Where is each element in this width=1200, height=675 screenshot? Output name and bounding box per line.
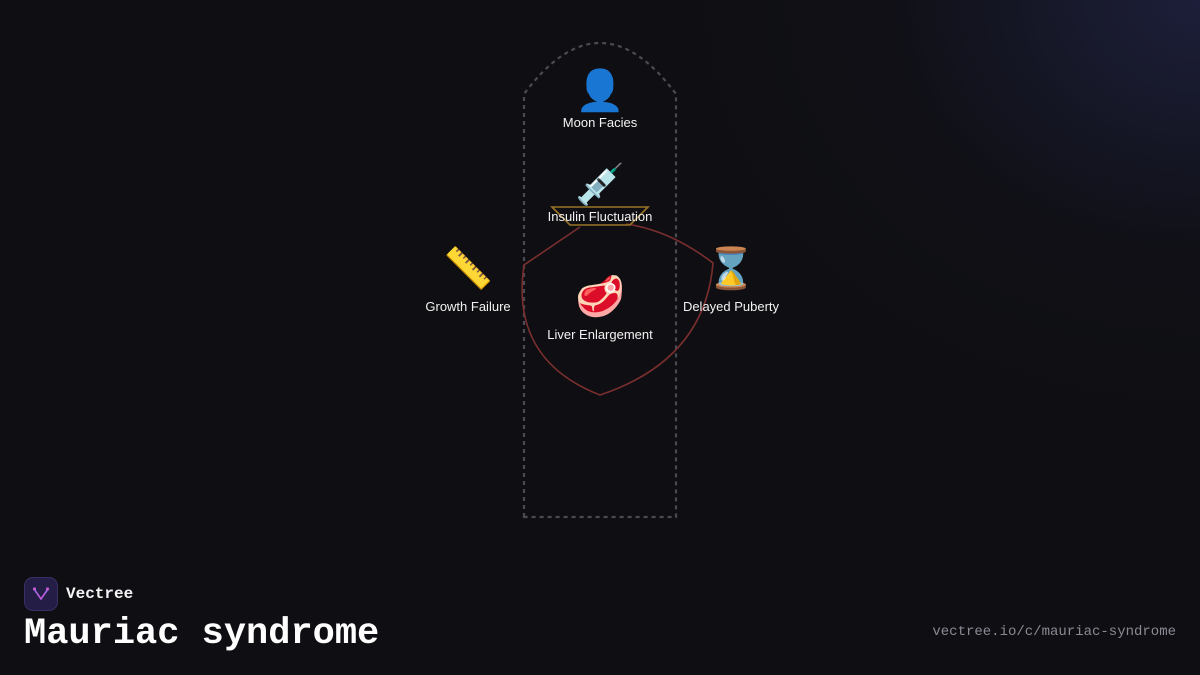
brand-name: Vectree [66, 585, 134, 603]
syringe-icon: 💉 [575, 161, 625, 208]
ruler-icon: 📏 [443, 245, 493, 292]
node-label-insulin-fluctuation: Insulin Fluctuation [548, 209, 653, 224]
vectree-logo-icon [24, 577, 58, 611]
node-insulin-fluctuation[interactable]: 💉 Insulin Fluctuation [548, 161, 653, 224]
node-delayed-puberty[interactable]: ⌛ Delayed Puberty [683, 245, 780, 314]
brand[interactable]: Vectree [24, 577, 133, 611]
pancreas-outline [550, 206, 650, 226]
node-label-liver-enlargement: Liver Enlargement [547, 327, 653, 342]
node-label-growth-failure: Growth Failure [425, 299, 510, 314]
node-label-moon-facies: Moon Facies [563, 115, 638, 130]
hourglass-icon: ⌛ [706, 245, 756, 292]
liver-outline [521, 223, 714, 396]
page-title: Mauriac syndrome [24, 613, 380, 655]
node-liver-enlargement[interactable]: 🥩 Liver Enlargement [547, 273, 653, 342]
footer-url[interactable]: vectree.io/c/mauriac-syndrome [932, 624, 1176, 640]
person-silhouette-icon: 👤 [575, 67, 625, 114]
node-moon-facies[interactable]: 👤 Moon Facies [563, 67, 638, 130]
node-label-delayed-puberty: Delayed Puberty [683, 299, 780, 314]
body-outline [522, 42, 678, 519]
meat-icon: 🥩 [575, 273, 625, 320]
node-growth-failure[interactable]: 📏 Growth Failure [425, 245, 510, 314]
